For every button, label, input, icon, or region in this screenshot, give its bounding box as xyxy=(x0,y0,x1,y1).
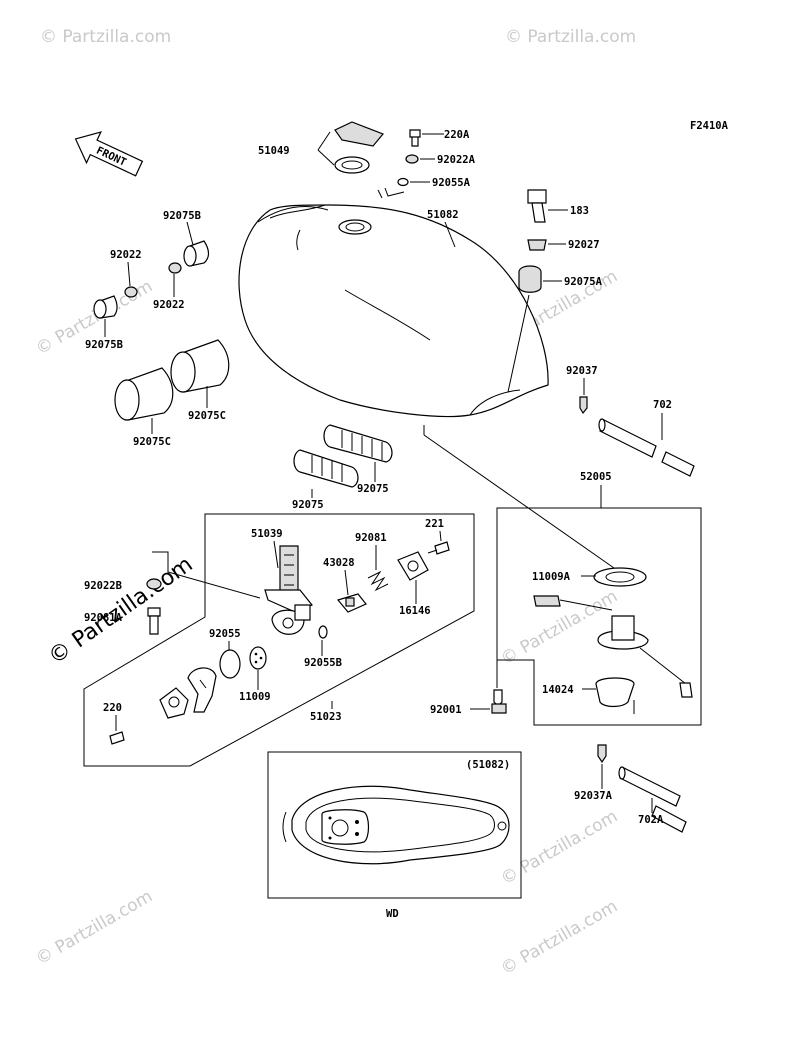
inset-ref: (51082) xyxy=(466,759,510,771)
fuel-tank xyxy=(238,204,549,418)
fuel-pump xyxy=(533,567,693,714)
spring-92081 xyxy=(367,570,389,592)
fuel-cock xyxy=(264,545,313,635)
label-92075B-top: 92075B xyxy=(163,210,201,222)
screw-220 xyxy=(109,731,125,745)
label-92075B-bot: 92075B xyxy=(85,339,123,351)
label-92075C-r: 92075C xyxy=(188,410,226,422)
watermark: © Partzilla.com xyxy=(40,27,171,47)
watermark: © Partzilla.com xyxy=(505,27,636,47)
label-92055: 92055 xyxy=(209,628,241,640)
cover-16146 xyxy=(397,551,429,581)
oring-92055b xyxy=(318,625,328,639)
cap-gasket xyxy=(334,156,370,174)
label-183: 183 xyxy=(570,205,589,217)
label-702A: 702A xyxy=(638,814,664,826)
front-arrow-icon: FRONT xyxy=(74,131,144,177)
washer-92022a xyxy=(405,154,419,164)
damper-92075a xyxy=(518,265,542,293)
label-221: 221 xyxy=(425,518,444,530)
inset-caption: WD xyxy=(386,908,399,920)
screw-220a xyxy=(409,129,421,147)
label-92037: 92037 xyxy=(566,365,598,377)
label-92022-top: 92022 xyxy=(110,249,142,261)
label-14024: 14024 xyxy=(542,684,574,696)
hose-702 xyxy=(598,418,695,477)
dampers-left xyxy=(93,240,230,421)
label-92055B: 92055B xyxy=(304,657,342,669)
label-11009A: 11009A xyxy=(532,571,571,583)
watermark: © Partzilla.com xyxy=(498,806,622,889)
oring-92055a xyxy=(397,177,409,187)
cap-plate xyxy=(334,121,384,147)
label-92075A: 92075A xyxy=(564,276,603,288)
label-220: 220 xyxy=(103,702,122,714)
label-92055A: 92055A xyxy=(432,177,471,189)
tank-top-view xyxy=(282,785,510,865)
label-11009: 11009 xyxy=(239,691,271,703)
label-702: 702 xyxy=(653,399,672,411)
label-92027: 92027 xyxy=(568,239,600,251)
fuel-cock-lever xyxy=(159,667,217,719)
inset-box xyxy=(267,751,522,899)
washer-92022b xyxy=(146,578,162,590)
bolt-183 xyxy=(527,189,547,204)
label-92081: 92081 xyxy=(355,532,387,544)
watermark: © Partzilla.com xyxy=(33,886,157,969)
label-43028: 43028 xyxy=(323,557,355,569)
screw-221 xyxy=(434,541,450,555)
label-92001: 92001 xyxy=(430,704,462,716)
label-220A: 220A xyxy=(444,129,470,141)
label-92037A: 92037A xyxy=(574,790,613,802)
label-92022-bot: 92022 xyxy=(153,299,185,311)
label-92075-r: 92075 xyxy=(357,483,389,495)
bolt-92081a xyxy=(147,607,161,617)
ribbed-rubbers xyxy=(293,424,393,488)
fuel-cock-box xyxy=(83,513,475,767)
label-92075C-l: 92075C xyxy=(133,436,171,448)
label-51082: 51082 xyxy=(427,209,459,221)
clip-92037a xyxy=(597,744,607,764)
gasket-11009 xyxy=(249,646,267,670)
label-52005: 52005 xyxy=(580,471,612,483)
label-92022A: 92022A xyxy=(437,154,476,166)
label-51049: 51049 xyxy=(258,145,290,157)
label-92081A: 92081A xyxy=(84,612,123,624)
watermark: © Partzilla.com xyxy=(498,896,622,979)
collar-92027 xyxy=(527,239,547,251)
watermark-big: © Partzilla.com xyxy=(44,552,197,670)
clip-92037 xyxy=(579,396,588,415)
oring-92055 xyxy=(219,649,241,679)
label-51039: 51039 xyxy=(251,528,283,540)
label-92075-l: 92075 xyxy=(292,499,324,511)
watermark: © Partzilla.com xyxy=(498,586,622,669)
figure-code: F2410A xyxy=(690,120,729,132)
label-92022B: 92022B xyxy=(84,580,122,592)
hose-702a xyxy=(618,766,687,833)
label-16146: 16146 xyxy=(399,605,431,617)
label-51023: 51023 xyxy=(310,711,342,723)
